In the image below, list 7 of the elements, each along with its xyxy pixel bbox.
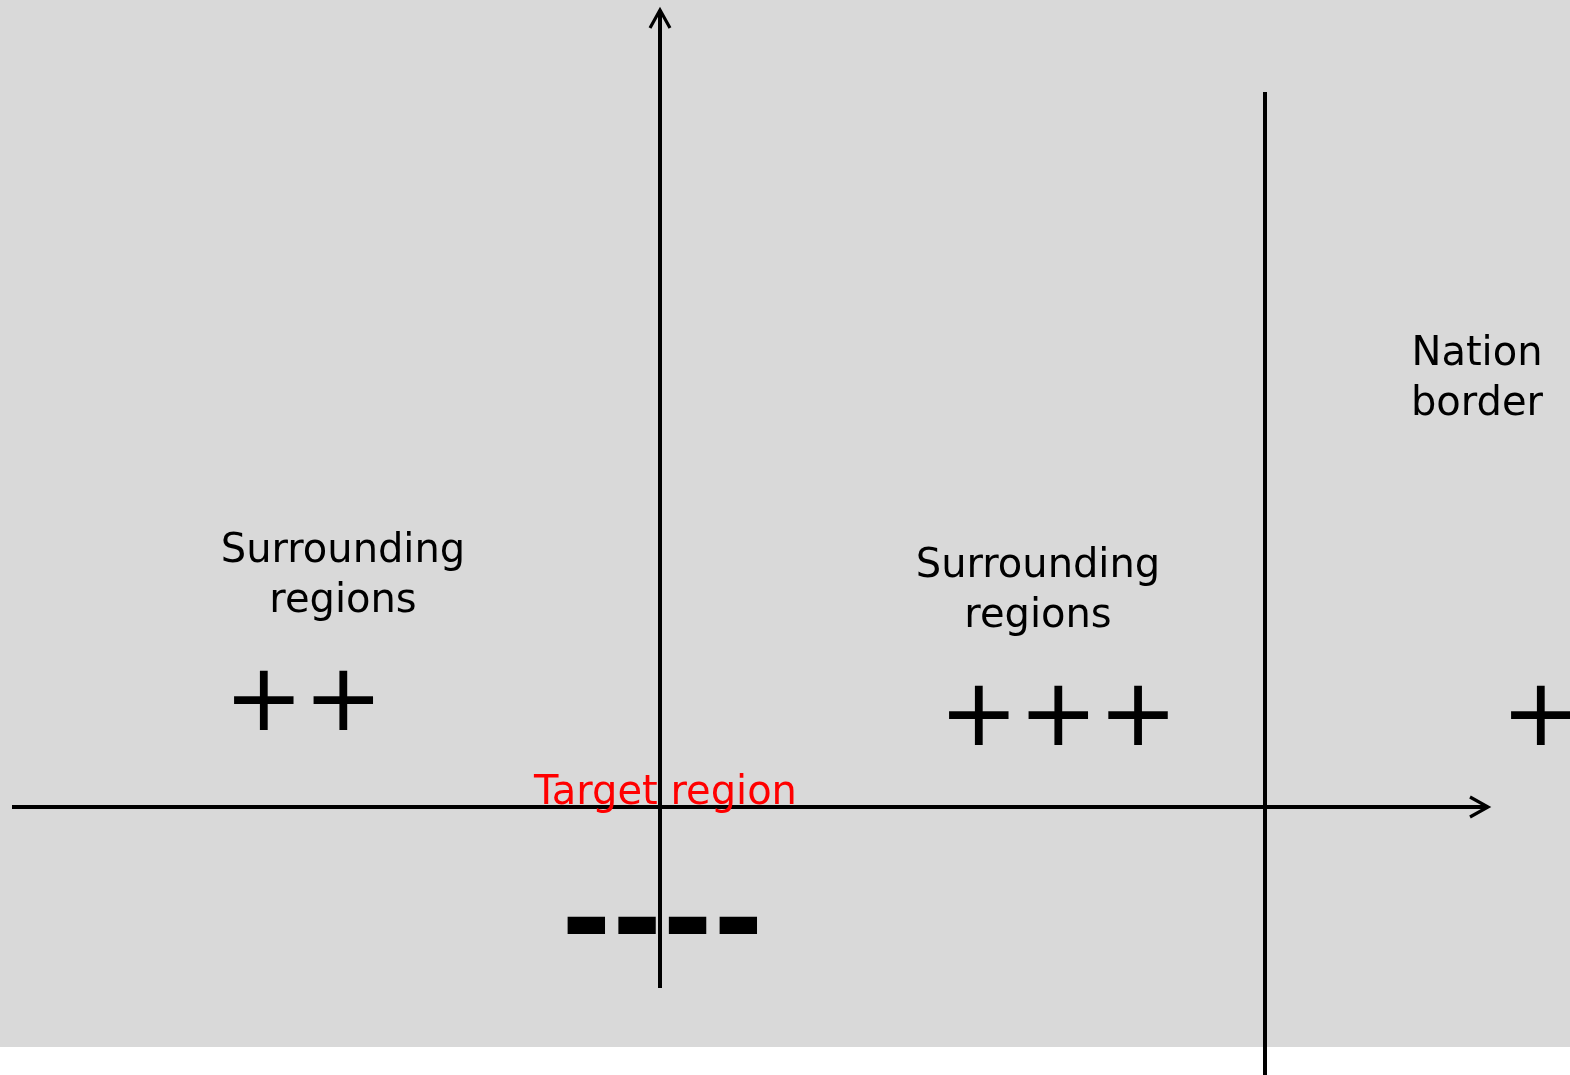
region-label: Target region [534,766,797,815]
region-label: Surrounding regions [219,524,467,623]
plus-signs: +++ [939,665,1178,760]
plus-signs: ++ [224,650,384,745]
plus-signs: + [1501,665,1570,760]
region-label: Surrounding regions [914,539,1162,638]
region-label: Nation border [1409,327,1545,426]
